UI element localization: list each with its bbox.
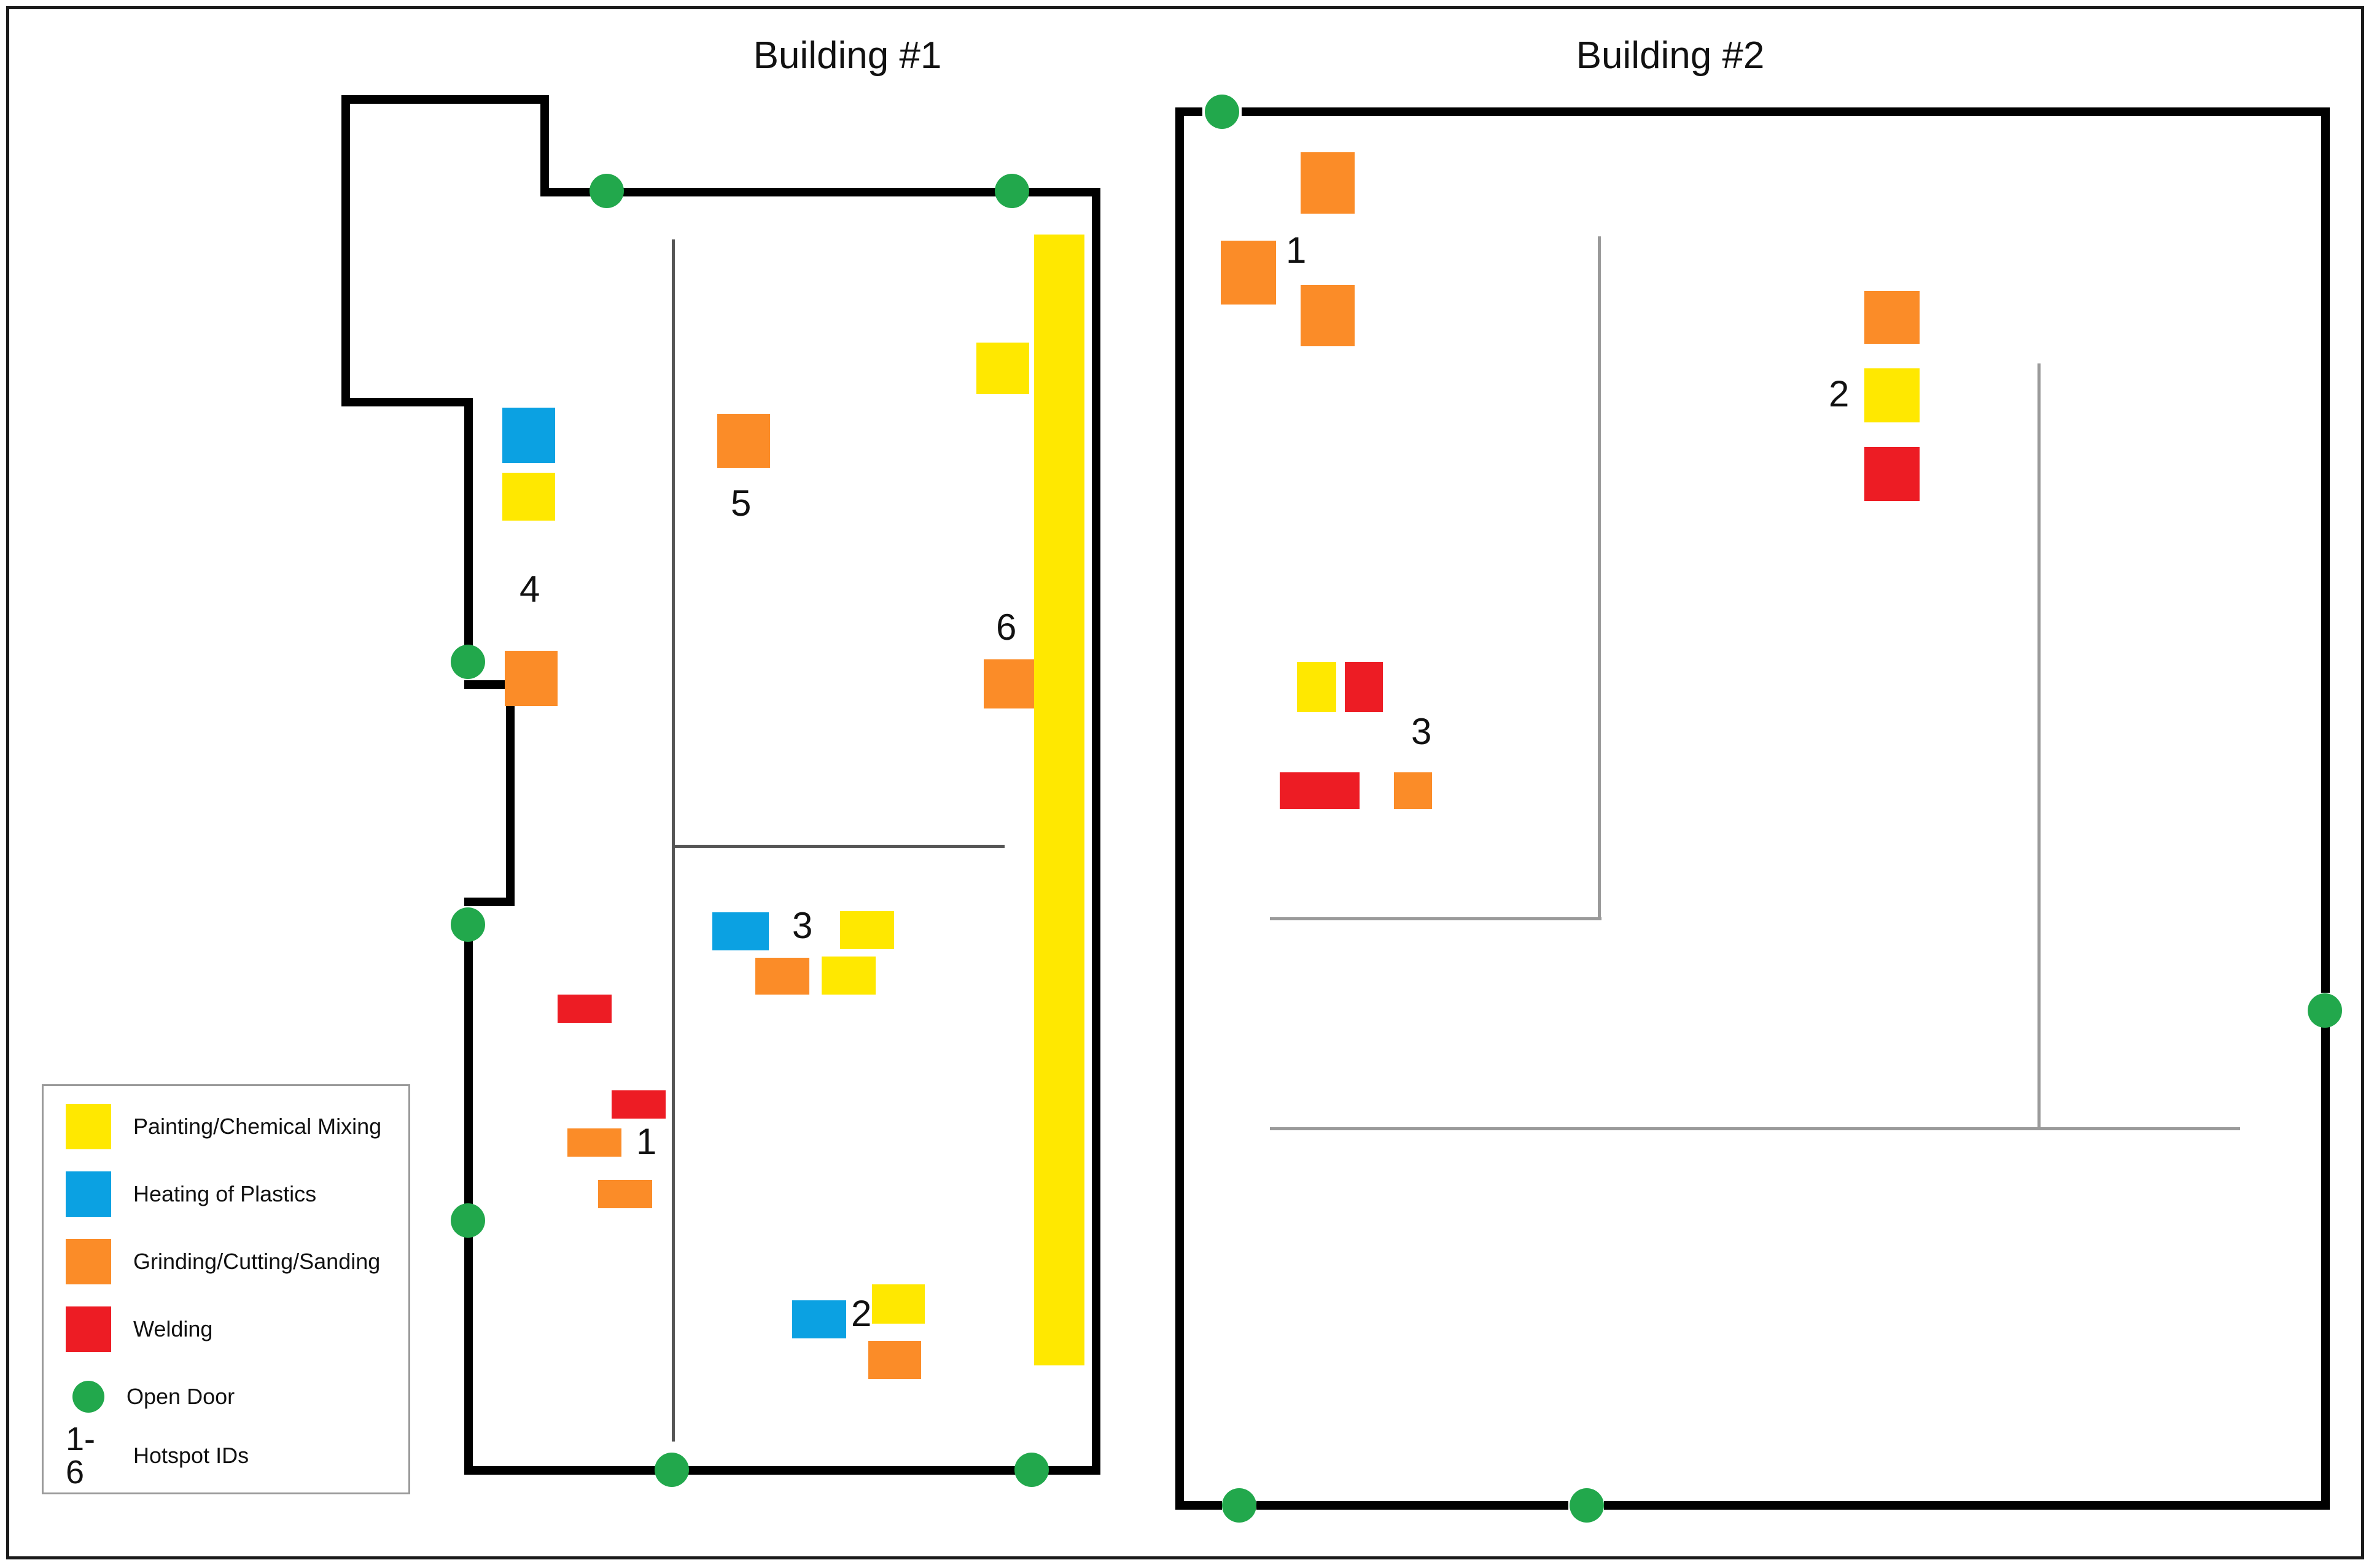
source-heating-of-plastics [502, 408, 555, 463]
source-grinding-cutting-sanding [1864, 291, 1920, 344]
partition-b2-vertical-left [1598, 236, 1601, 919]
source-grinding-cutting-sanding [1301, 285, 1355, 346]
hotspot-id-label: 2 [851, 1293, 872, 1334]
partition-b1-vertical [672, 239, 675, 1442]
legend-label-heating: Heating of Plastics [133, 1181, 317, 1206]
legend-item: Welding [44, 1302, 408, 1356]
legend-hotspot-range: 1-6 [66, 1421, 96, 1491]
hotspot-id-label: 3 [1411, 711, 1432, 752]
legend-panel: Painting/Chemical Mixing Heating of Plas… [42, 1084, 410, 1494]
hotspot-id-label: 1 [636, 1121, 657, 1162]
wall-b1-bottom-seg-b [684, 1466, 1019, 1475]
source-painting-chemical-mixing [976, 343, 1029, 394]
source-grinding-cutting-sanding [1301, 152, 1355, 214]
legend-label-hotspot-ids: Hotspot IDs [133, 1443, 249, 1468]
source-grinding-cutting-sanding [1221, 241, 1276, 305]
source-heating-of-plastics [792, 1300, 846, 1338]
hotspot-id-label: 1 [1286, 230, 1307, 271]
open-door-icon [451, 907, 485, 942]
source-welding [1280, 772, 1360, 809]
hotspot-id-label: 3 [792, 905, 813, 946]
legend-label-grinding: Grinding/Cutting/Sanding [133, 1249, 381, 1274]
open-door-icon [1222, 1488, 1256, 1523]
wall-b1-jog-bottom [464, 898, 515, 906]
partition-b2-vertical-right [2037, 363, 2041, 1130]
wall-b1-jog-top [464, 680, 515, 689]
open-door-icon [451, 645, 485, 679]
source-painting-chemical-mixing [822, 957, 876, 995]
open-door-icon [1014, 1453, 1049, 1487]
wall-b1-top-left [341, 95, 549, 104]
source-welding [612, 1090, 666, 1119]
source-welding [1345, 662, 1383, 712]
source-grinding-cutting-sanding [505, 651, 558, 706]
hotspot-id-label: 2 [1829, 373, 1850, 414]
legend-item: Painting/Chemical Mixing [44, 1100, 408, 1154]
source-painting-chemical-mixing [840, 911, 894, 949]
legend-label-welding: Welding [133, 1316, 213, 1341]
wall-b1-left-upper [341, 95, 350, 406]
legend-label-painting: Painting/Chemical Mixing [133, 1114, 382, 1139]
legend-swatch-grinding [66, 1239, 111, 1284]
hotspot-b1-paint-booth-strip [1034, 235, 1084, 1365]
wall-b2-right-upper [2321, 107, 2330, 993]
source-grinding-cutting-sanding [598, 1180, 652, 1208]
partition-b2-horizontal-right [1270, 1127, 2240, 1130]
partition-b2-horizontal-left [1270, 917, 1601, 920]
wall-b2-left [1175, 107, 1184, 1510]
source-grinding-cutting-sanding [984, 659, 1034, 708]
legend-swatch-heating [66, 1171, 111, 1217]
legend-swatch-welding [66, 1306, 111, 1352]
open-door-icon [655, 1453, 689, 1487]
wall-b1-left-middle [464, 398, 473, 646]
hotspot-id-label: 6 [996, 607, 1017, 648]
source-grinding-cutting-sanding [717, 414, 770, 468]
legend-item: 1-6 Hotspot IDs [44, 1422, 408, 1489]
source-welding [1864, 447, 1920, 501]
legend-label-open-door: Open Door [126, 1384, 235, 1409]
hotspot-id-label: 5 [731, 483, 752, 524]
source-heating-of-plastics [712, 912, 769, 950]
wall-b2-right-lower [2321, 1027, 2330, 1510]
source-grinding-cutting-sanding [567, 1128, 621, 1157]
open-door-icon [1205, 95, 1239, 129]
legend-item: Open Door [44, 1370, 408, 1424]
wall-b1-top-seg-b [621, 188, 1001, 196]
wall-b1-bottom-seg-c [1044, 1466, 1100, 1475]
wall-b1-top-seg-a [540, 188, 597, 196]
open-door-icon [590, 174, 624, 208]
source-painting-chemical-mixing [872, 1284, 925, 1324]
hotspot-id-label: 4 [520, 569, 540, 610]
wall-b2-bottom-seg-a [1175, 1501, 1222, 1510]
source-painting-chemical-mixing [1864, 368, 1920, 422]
open-door-icon [2308, 993, 2342, 1028]
legend-swatch-painting [66, 1104, 111, 1149]
open-door-icon [1570, 1488, 1604, 1523]
building-2-title: Building #2 [1576, 34, 1765, 77]
outer-border [6, 6, 2364, 1559]
legend-item: Grinding/Cutting/Sanding [44, 1235, 408, 1289]
legend-open-door-icon [72, 1381, 104, 1413]
partition-b1-horizontal [672, 845, 1005, 848]
wall-b1-jog-vertical [506, 680, 515, 906]
wall-b1-right [1092, 188, 1100, 1475]
source-painting-chemical-mixing [502, 473, 555, 521]
wall-b1-notch-right [540, 95, 549, 196]
source-grinding-cutting-sanding [1394, 772, 1432, 809]
source-painting-chemical-mixing [1297, 662, 1336, 712]
source-welding [558, 995, 612, 1023]
legend-item: Heating of Plastics [44, 1167, 408, 1221]
wall-b1-step-horizontal [341, 398, 473, 406]
wall-b1-top-seg-c [1024, 188, 1100, 196]
source-grinding-cutting-sanding [868, 1341, 921, 1379]
open-door-icon [451, 1203, 485, 1238]
open-door-icon [995, 174, 1029, 208]
wall-b1-bottom-seg-a [464, 1466, 660, 1475]
wall-b2-bottom-seg-c [1604, 1501, 2330, 1510]
building-1-title: Building #1 [753, 34, 942, 77]
source-grinding-cutting-sanding [755, 958, 809, 995]
wall-b2-bottom-seg-b [1256, 1501, 1568, 1510]
wall-b2-top-seg-b [1242, 107, 2330, 116]
